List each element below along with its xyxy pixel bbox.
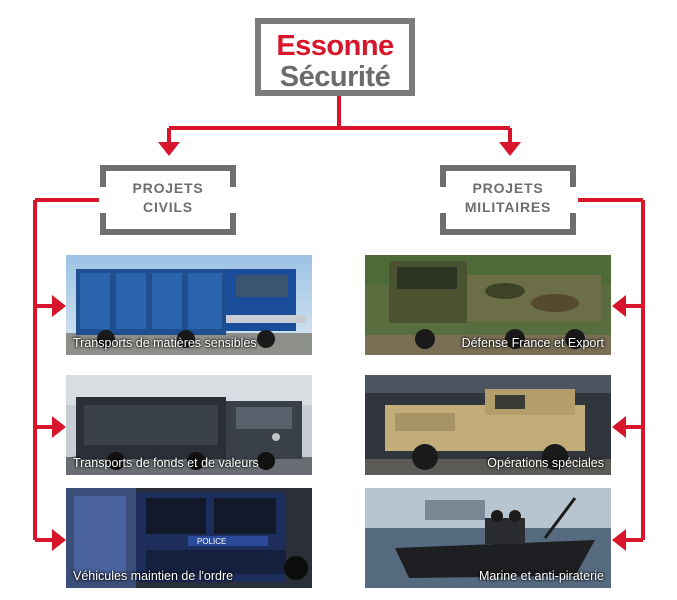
logo-line-1: Essonne [276, 30, 394, 62]
essonne-securite-logo[interactable]: Essonne Sécurité [255, 18, 415, 96]
arrow-right-icon [52, 529, 66, 551]
patrol-boat-photo [365, 488, 611, 588]
tile-caption: Défense France et Export [461, 336, 604, 350]
tile-defense-france-export[interactable]: Défense France et Export [365, 255, 611, 355]
camouflage-truck-photo [365, 255, 611, 355]
arrow-right-icon [52, 295, 66, 317]
tile-vehicules-maintien-ordre[interactable]: POLICE Véhicules maintien de l'ordre [66, 488, 312, 588]
tile-caption: Véhicules maintien de l'ordre [73, 569, 234, 583]
category-projets-civils[interactable]: PROJETS CIVILS [99, 165, 237, 235]
category-line-1: PROJETS [472, 180, 544, 196]
arrow-left-icon [612, 416, 626, 438]
tile-operations-speciales[interactable]: Opérations spéciales [365, 375, 611, 475]
tile-caption: Marine et anti-piraterie [478, 569, 604, 583]
armored-truck-photo [66, 375, 312, 475]
desert-vehicle-photo [365, 375, 611, 475]
category-label: PROJETS MILITAIRES [440, 179, 576, 217]
category-label: PROJETS CIVILS [100, 179, 236, 217]
tile-transports-matieres-sensibles[interactable]: Transports de matières sensibles [66, 255, 312, 355]
category-line-2: CIVILS [143, 199, 193, 215]
tile-marine-anti-piraterie[interactable]: Marine et anti-piraterie [365, 488, 611, 588]
arrow-right-icon [52, 416, 66, 438]
logo-line-2: Sécurité [279, 61, 391, 93]
police-vehicle-photo: POLICE [66, 488, 312, 588]
svg-text:POLICE: POLICE [197, 537, 226, 546]
category-projets-militaires[interactable]: PROJETS MILITAIRES [439, 165, 577, 235]
arrow-down-left-icon [158, 142, 180, 156]
tile-transports-fonds-valeurs[interactable]: Transports de fonds et de valeurs [66, 375, 312, 475]
tile-caption: Opérations spéciales [487, 456, 604, 470]
tile-caption: Transports de fonds et de valeurs [73, 456, 259, 470]
category-line-1: PROJETS [132, 180, 204, 196]
arrow-left-icon [612, 529, 626, 551]
arrow-down-right-icon [499, 142, 521, 156]
tile-caption: Transports de matières sensibles [73, 336, 257, 350]
arrow-left-icon [612, 295, 626, 317]
blue-truck-photo [66, 255, 312, 355]
category-line-2: MILITAIRES [464, 199, 552, 215]
